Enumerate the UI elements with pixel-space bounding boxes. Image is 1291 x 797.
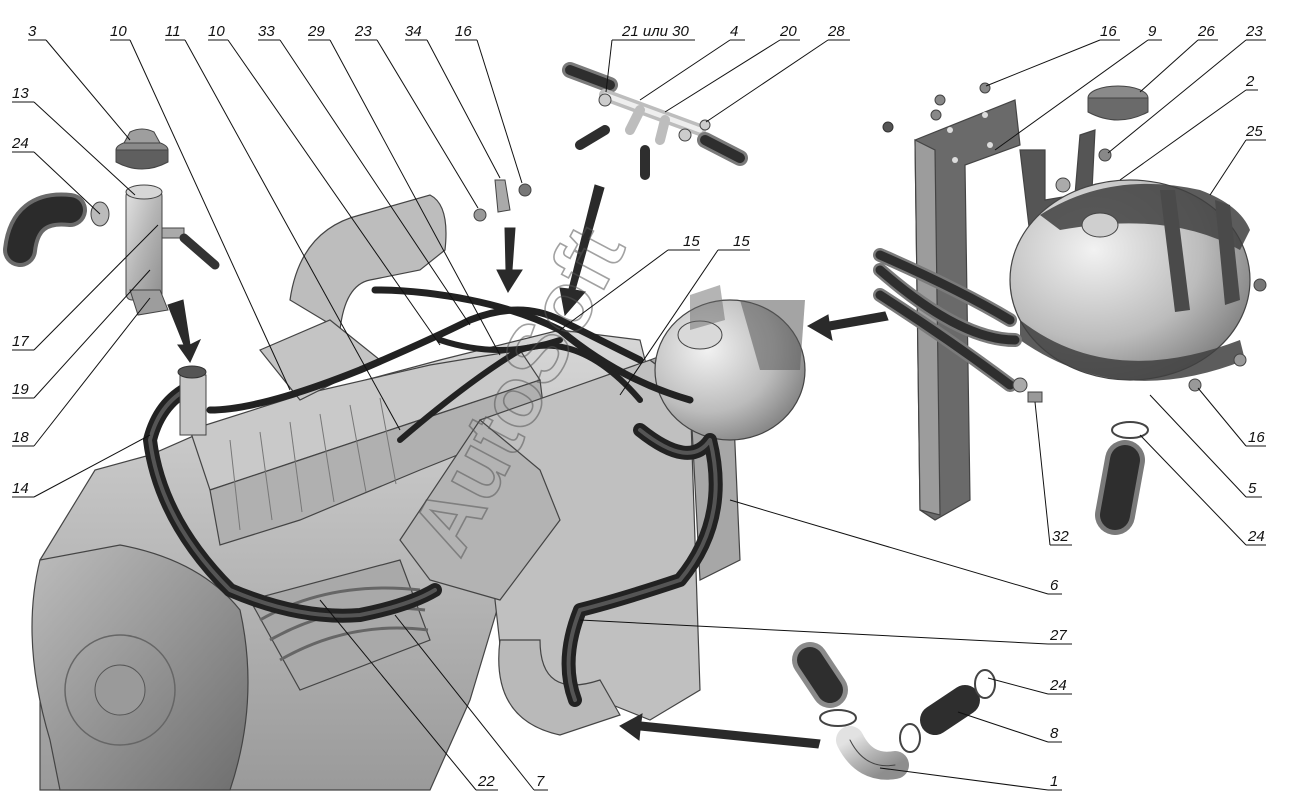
label-34: 34 <box>405 23 422 40</box>
label-23b: 23 <box>1245 23 1263 40</box>
label-24b: 24 <box>1247 528 1265 545</box>
label-27: 27 <box>1049 627 1067 644</box>
filler-cap-3 <box>115 128 169 170</box>
label-21-or-30: 21 или 30 <box>621 23 690 40</box>
label-1: 1 <box>1050 773 1058 790</box>
label-23a: 23 <box>354 23 372 40</box>
label-26: 26 <box>1197 23 1215 40</box>
label-10a: 10 <box>110 23 127 40</box>
label-25: 25 <box>1245 123 1263 140</box>
label-6: 6 <box>1050 577 1059 594</box>
label-15b: 15 <box>733 233 750 250</box>
label-8: 8 <box>1050 725 1059 742</box>
label-15a: 15 <box>683 233 700 250</box>
hoses-installed <box>143 286 723 707</box>
label-16a: 16 <box>455 23 472 40</box>
hose-24-right <box>1095 421 1149 535</box>
tee-connector-assembly <box>562 62 748 180</box>
label-18: 18 <box>12 429 29 446</box>
bracket-9 <box>882 82 1021 521</box>
label-3: 3 <box>28 23 37 40</box>
label-2: 2 <box>1245 73 1255 90</box>
label-13: 13 <box>12 85 29 102</box>
filler-neck-13 <box>125 184 220 316</box>
label-29: 29 <box>307 23 325 40</box>
label-24c: 24 <box>1049 677 1067 694</box>
label-19: 19 <box>12 381 29 398</box>
label-4: 4 <box>730 23 738 40</box>
label-7: 7 <box>536 773 545 790</box>
callout-labels: 3 10 11 10 33 29 23 34 16 21 или 30 4 <box>11 23 1266 791</box>
elbow-sleeve-assembly <box>792 642 996 780</box>
label-22: 22 <box>477 773 495 790</box>
label-5: 5 <box>1248 480 1257 497</box>
cap-installed <box>177 365 207 436</box>
label-20: 20 <box>779 23 797 40</box>
label-10b: 10 <box>208 23 225 40</box>
label-28: 28 <box>827 23 845 40</box>
label-16c: 16 <box>1248 429 1265 446</box>
expansion-tank-5 <box>1009 85 1267 392</box>
fasteners-top <box>473 179 532 222</box>
label-9: 9 <box>1148 23 1157 40</box>
tank-inlet-hoses <box>873 248 1043 403</box>
label-24a: 24 <box>11 135 29 152</box>
label-14: 14 <box>12 480 29 497</box>
label-11: 11 <box>165 23 181 40</box>
hose-end-24-left <box>3 192 110 267</box>
label-33: 33 <box>258 23 275 40</box>
label-32: 32 <box>1052 528 1069 545</box>
expansion-tank-installed <box>654 285 806 441</box>
pointer-arrows <box>167 184 889 749</box>
label-16b: 16 <box>1100 23 1117 40</box>
label-17: 17 <box>12 333 29 350</box>
